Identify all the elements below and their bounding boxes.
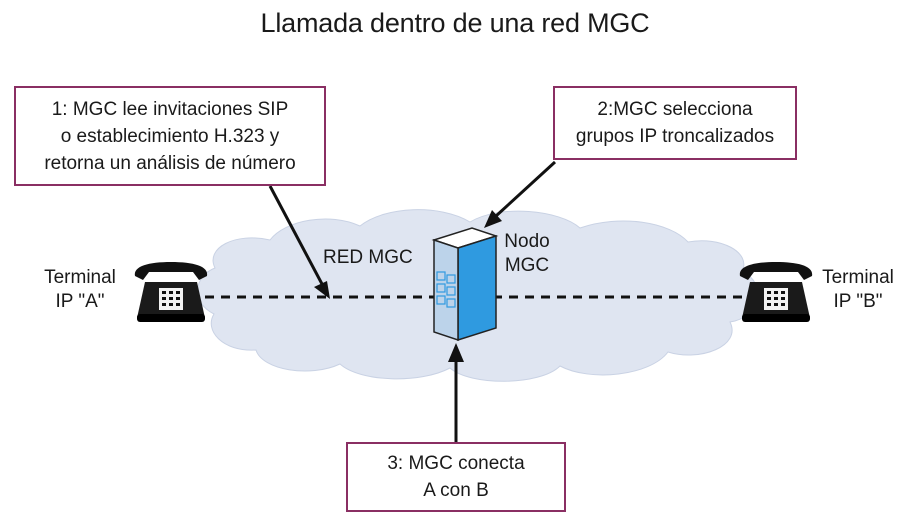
callout-2-line-2: grupos IP troncalizados: [575, 126, 775, 147]
terminal-a-line-1: Terminal: [44, 267, 116, 288]
server-node-icon: [431, 227, 499, 342]
callout-1-line-3: retorna un análisis de número: [44, 152, 296, 174]
arrow-callout-2: [484, 160, 557, 228]
callout-3-line-2: A con B: [423, 480, 489, 501]
callout-step-1: 1: MGC lee invitaciones SIP o establecim…: [14, 86, 326, 186]
terminal-b-line-1: Terminal: [822, 267, 894, 288]
callout-step-2: 2:MGC selecciona grupos IP troncalizados: [553, 86, 797, 160]
callout-2-line-1: 2:MGC selecciona: [597, 99, 753, 120]
node-label: Nodo MGC: [494, 230, 560, 278]
callout-step-3: 3: MGC conecta A con B: [346, 442, 566, 512]
terminal-b-label: Terminal IP "B": [806, 266, 910, 314]
node-label-line-2: MGC: [504, 255, 550, 276]
telephone-icon: [134, 262, 208, 322]
callout-3-line-1: 3: MGC conecta: [387, 453, 525, 474]
diagram-title: Llamada dentro de una red MGC: [260, 8, 650, 38]
network-label: RED MGC: [323, 247, 413, 268]
telephone-icon: [739, 262, 813, 322]
callout-1-line-1: 1: MGC lee invitaciones SIP: [51, 98, 289, 120]
terminal-b-line-2: IP "B": [833, 291, 883, 312]
arrow-callout-3: [448, 343, 464, 442]
callout-1-line-2: o establecimiento H.323 y: [60, 125, 280, 147]
terminal-a-label: Terminal IP "A": [30, 266, 130, 314]
arrow-callout-1: [268, 185, 330, 299]
node-label-line-1: Nodo: [504, 231, 550, 252]
terminal-a-line-2: IP "A": [55, 291, 105, 312]
